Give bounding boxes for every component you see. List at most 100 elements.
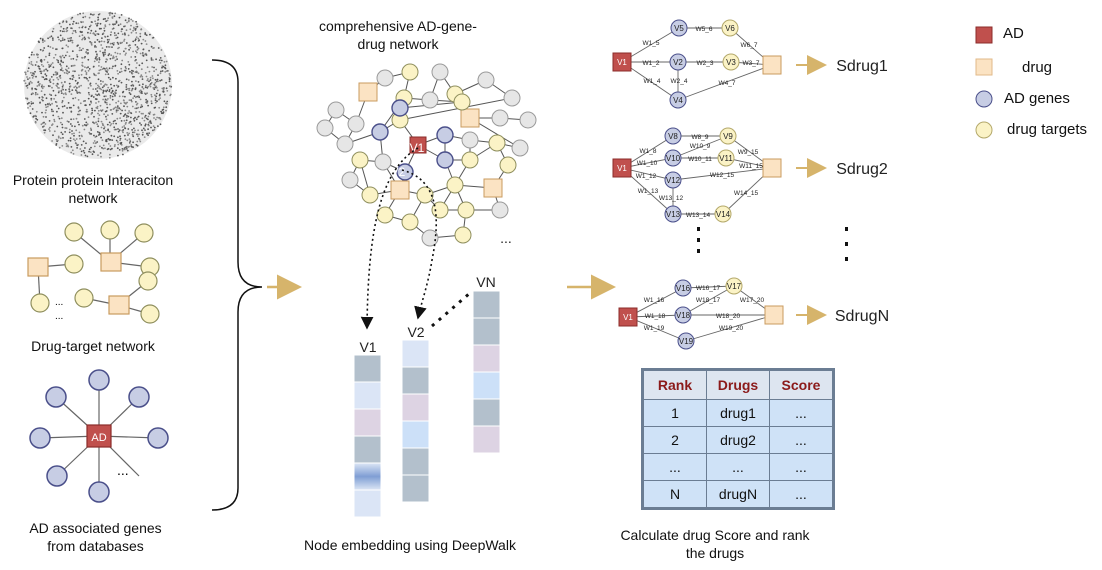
ppi-point bbox=[107, 98, 109, 100]
ppi-point bbox=[109, 148, 112, 151]
ppi-point bbox=[130, 56, 133, 58]
ppi-point bbox=[77, 121, 79, 123]
ppi-point bbox=[84, 154, 87, 157]
table-cell: ... bbox=[769, 426, 834, 454]
ppi-point bbox=[123, 101, 126, 104]
ppi-point bbox=[81, 64, 83, 67]
ppi-point bbox=[115, 101, 117, 104]
ppi-point bbox=[100, 88, 103, 91]
ppi-point bbox=[98, 58, 101, 61]
legend-ad: AD bbox=[1003, 25, 1024, 42]
ppi-point bbox=[145, 75, 148, 78]
ppi-point bbox=[162, 106, 165, 109]
edge-label: W5_6 bbox=[696, 26, 713, 33]
left-curly-brace bbox=[211, 59, 263, 511]
ppi-point bbox=[159, 93, 161, 96]
ppi-point bbox=[88, 16, 91, 19]
ppi-point bbox=[48, 102, 51, 105]
ppi-point bbox=[111, 139, 114, 142]
ppi-point bbox=[130, 31, 133, 34]
ppi-point bbox=[102, 98, 104, 101]
ppi-point bbox=[64, 89, 67, 91]
ppi-point bbox=[82, 47, 84, 50]
ppi-point bbox=[87, 58, 90, 61]
ppi-point bbox=[134, 38, 137, 41]
ppi-point bbox=[131, 133, 134, 136]
ppi-point bbox=[162, 90, 165, 93]
ppi-point bbox=[78, 131, 81, 134]
edge-label: W1_8 bbox=[640, 148, 657, 155]
ppi-point bbox=[127, 128, 130, 130]
ppi-point bbox=[123, 50, 125, 53]
ppi-point bbox=[103, 113, 105, 116]
ppi-point bbox=[129, 28, 132, 31]
ppi-point bbox=[45, 55, 47, 58]
ppi-point bbox=[86, 155, 89, 158]
ppi-point bbox=[127, 19, 130, 22]
ppi-point bbox=[161, 109, 164, 111]
ppi-point bbox=[135, 80, 137, 82]
ppi-point bbox=[144, 124, 147, 127]
ppi-point bbox=[60, 57, 62, 59]
ppi-point bbox=[111, 17, 114, 19]
drug-node bbox=[762, 55, 782, 75]
target-node bbox=[488, 134, 506, 152]
ppi-point bbox=[90, 29, 93, 32]
ppi-point bbox=[69, 23, 71, 26]
ppi-point bbox=[41, 49, 44, 52]
ppi-point bbox=[72, 70, 74, 72]
ppi-point bbox=[110, 54, 113, 57]
ppi-point bbox=[106, 58, 108, 61]
ppi-point bbox=[159, 97, 162, 99]
ppi-point bbox=[34, 70, 36, 73]
ppi-point bbox=[77, 44, 79, 47]
ppi-point bbox=[96, 105, 99, 108]
ppi-point bbox=[68, 131, 71, 134]
ppi-point bbox=[118, 107, 121, 110]
ppi-point bbox=[127, 134, 129, 136]
ppi-point bbox=[72, 118, 75, 120]
gene-node bbox=[664, 149, 682, 167]
gene-node bbox=[371, 123, 389, 141]
ppi-point bbox=[48, 130, 51, 132]
ppi-point bbox=[166, 90, 169, 92]
ppi-point bbox=[117, 128, 119, 130]
ppi-point bbox=[94, 142, 97, 145]
ppi-point bbox=[139, 75, 142, 78]
ppi-point bbox=[70, 93, 73, 95]
ppi-point bbox=[114, 106, 117, 109]
edge-label: W10_11 bbox=[688, 156, 712, 163]
ppi-point bbox=[65, 127, 68, 130]
ppi-point bbox=[39, 70, 42, 73]
ppi-point bbox=[30, 53, 33, 56]
ppi-point bbox=[57, 115, 60, 118]
ppi-point bbox=[145, 98, 148, 101]
ppi-point bbox=[71, 50, 74, 53]
ppi-point bbox=[60, 64, 62, 67]
ppi-point bbox=[80, 154, 83, 156]
embedding-arrow-v1 bbox=[360, 147, 419, 330]
ppi-point bbox=[119, 135, 121, 138]
ppi-point bbox=[97, 100, 100, 103]
ppi-point bbox=[34, 64, 37, 66]
ppi-point bbox=[51, 30, 54, 33]
ppi-point bbox=[102, 54, 105, 57]
gray-node bbox=[491, 109, 509, 127]
table-cell: drugN bbox=[706, 480, 770, 509]
ppi-point bbox=[143, 92, 146, 95]
ppi-point bbox=[156, 78, 159, 81]
gene-node bbox=[664, 205, 682, 223]
ppi-point bbox=[36, 93, 39, 96]
gray-node bbox=[374, 153, 392, 171]
ppi-point bbox=[83, 124, 86, 126]
ppi-point bbox=[35, 61, 38, 63]
ppi-point bbox=[141, 86, 144, 88]
ppi-point bbox=[169, 94, 172, 97]
ppi-point bbox=[153, 88, 156, 90]
ppi-point bbox=[153, 47, 155, 49]
ppi-point bbox=[122, 131, 124, 134]
ppi-point bbox=[74, 70, 76, 73]
ppi-point bbox=[124, 109, 127, 112]
ppi-point bbox=[41, 38, 44, 41]
